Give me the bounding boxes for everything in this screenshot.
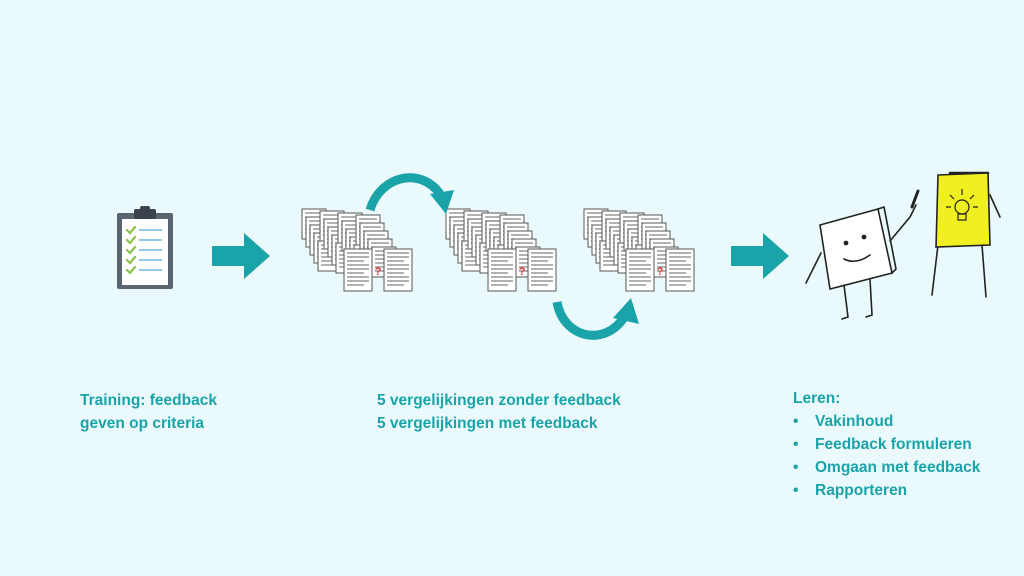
question-mark: ? <box>375 266 382 278</box>
step-training-caption: Training: feedback geven op criteria <box>80 389 217 435</box>
document-stack-icon: ? <box>301 208 413 292</box>
caption-line: geven op criteria <box>80 415 205 432</box>
document-page <box>625 248 655 292</box>
step-comparisons-caption: 5 vergelijkingen zonder feedback 5 verge… <box>377 389 621 435</box>
step-learning-caption: Leren: Vakinhoud Feedback formuleren Omg… <box>793 387 980 502</box>
caption-line: 5 vergelijkingen met feedback <box>377 415 598 432</box>
learning-list: Vakinhoud Feedback formuleren Omgaan met… <box>793 410 980 502</box>
notepad-character-flipchart-icon <box>805 171 1001 320</box>
curved-arrow-icon <box>365 173 454 214</box>
list-item: Vakinhoud <box>793 410 980 433</box>
document-page <box>665 248 695 292</box>
document-page <box>527 248 557 292</box>
document-page <box>343 248 373 292</box>
document-page <box>383 248 413 292</box>
question-mark: ? <box>657 266 664 278</box>
clipboard-checklist-icon <box>117 206 173 289</box>
question-mark: ? <box>519 266 526 278</box>
document-stack-icon: ? <box>445 208 557 292</box>
caption-line: Training: feedback <box>80 392 217 409</box>
document-page <box>487 248 517 292</box>
document-stack-icon: ? <box>583 208 695 292</box>
list-item: Omgaan met feedback <box>793 456 980 479</box>
right-arrow-icon <box>731 233 789 279</box>
list-item: Rapporteren <box>793 479 980 502</box>
right-arrow-icon <box>212 233 270 279</box>
curved-arrow-icon <box>552 298 639 340</box>
caption-line: 5 vergelijkingen zonder feedback <box>377 392 621 409</box>
learning-heading: Leren: <box>793 390 841 407</box>
list-item: Feedback formuleren <box>793 433 980 456</box>
